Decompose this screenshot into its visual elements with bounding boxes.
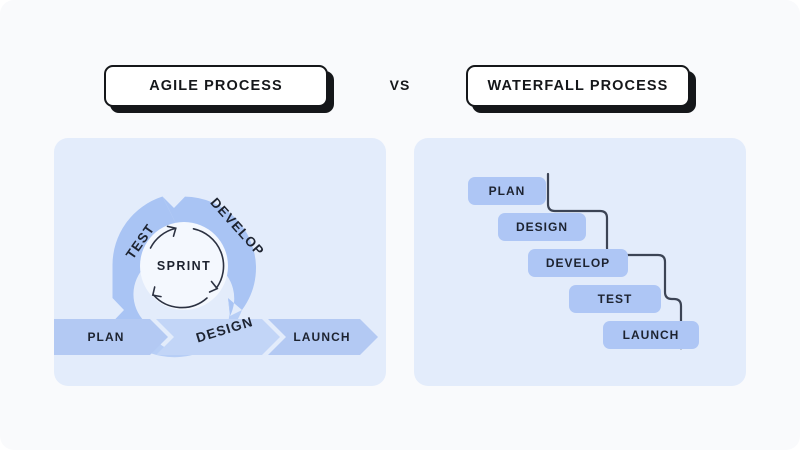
agile-process-badge[interactable]: AGILE PROCESS <box>104 65 328 107</box>
band-segment-middle <box>156 319 280 355</box>
sprint-arrowhead-3 <box>151 286 162 298</box>
waterfall-process-badge[interactable]: WATERFALL PROCESS <box>466 65 690 107</box>
sprint-arrowhead-2 <box>208 280 219 293</box>
sprint-arrow-group <box>149 225 225 309</box>
waterfall-process-badge-label: WATERFALL PROCESS <box>487 78 669 94</box>
sprint-arrow-3 <box>152 294 208 309</box>
waterfall-panel: PLAN DESIGN DEVELOP TEST LAUNCH <box>414 138 746 386</box>
sprint-disc <box>140 222 228 310</box>
agile-panel-inner: SPRINT TEST DEVELOP PLAN DESIGN LAUNCH <box>54 138 386 386</box>
sprint-center-label: SPRINT <box>157 259 211 273</box>
waterfall-step-develop[interactable]: DEVELOP <box>528 249 628 277</box>
waterfall-step-plan-label: PLAN <box>488 184 526 198</box>
waterfall-step-test-label: TEST <box>597 292 633 306</box>
agile-panel: SPRINT TEST DEVELOP PLAN DESIGN LAUNCH <box>54 138 386 386</box>
waterfall-step-design-label: DESIGN <box>515 220 568 234</box>
vs-label: VS <box>389 77 411 93</box>
sprint-arrowhead-1 <box>166 225 177 237</box>
waterfall-step-develop-label: DEVELOP <box>545 256 611 270</box>
waterfall-step-design[interactable]: DESIGN <box>498 213 586 241</box>
waterfall-step-test[interactable]: TEST <box>569 285 661 313</box>
waterfall-step-launch-label: LAUNCH <box>622 328 680 342</box>
waterfall-panel-inner: PLAN DESIGN DEVELOP TEST LAUNCH <box>414 138 746 386</box>
agile-stage-band <box>54 319 378 355</box>
waterfall-line-path <box>546 172 683 342</box>
waterfall-step-plan[interactable]: PLAN <box>468 177 546 205</box>
agile-cycle-diagram: SPRINT TEST DEVELOP PLAN DESIGN LAUNCH <box>54 195 378 358</box>
sprint-arrow-2 <box>192 228 225 289</box>
band-label-launch: LAUNCH <box>293 330 350 344</box>
band-segment-plan <box>54 319 168 355</box>
waterfall-step-launch[interactable]: LAUNCH <box>603 321 699 349</box>
band-label-plan: PLAN <box>87 330 124 344</box>
agile-process-badge-label: AGILE PROCESS <box>149 78 283 94</box>
band-segment-launch <box>268 319 378 355</box>
sprint-arrow-1 <box>149 227 176 249</box>
